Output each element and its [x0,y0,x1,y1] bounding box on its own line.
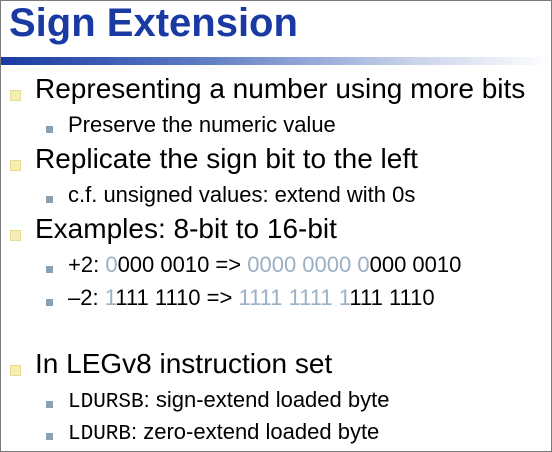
sub-bullet-square-icon [46,266,53,273]
example-minus-two: –2: 1111 1110 => 1111 1111 1111 1110 [68,285,435,311]
sub-bullet-preserve: Preserve the numeric value [68,112,336,137]
bullet-representing: Representing a number using more bits [35,73,526,104]
instruction-ldurb: LDURB [68,423,132,446]
bullet-square-icon [10,90,21,101]
example-lead: –2: [68,285,105,310]
sub-bullet-square-icon [46,126,53,133]
extended-bits: 1111 1111 1 [238,285,351,310]
sub-bullet-square-icon [46,433,53,440]
bullet-legv8: In LEGv8 instruction set [35,348,333,379]
title-underline [1,57,551,65]
source-sign-bit: 1 [104,285,117,310]
sub-bullet-square-icon [46,299,53,306]
sub-bullet-unsigned: c.f. unsigned values: extend with 0s [68,182,416,207]
example-plus-two: +2: 0000 0010 => 0000 0000 0000 0010 [68,252,461,278]
example-lead: +2: [68,252,106,277]
source-bits: 000 0010 => [117,252,248,277]
ldursb-description: : sign-extend loaded byte [143,387,390,412]
ldurb-description: : zero-extend loaded byte [131,419,380,444]
slide-title: Sign Extension [9,1,298,45]
bullet-square-icon [10,230,21,241]
bullet-square-icon [10,160,21,171]
source-sign-bit: 0 [105,252,118,277]
bullet-square-icon [10,365,21,376]
source-bits: 111 1110 => [116,285,239,310]
sub-bullet-square-icon [46,196,53,203]
sub-bullet-ldurb: LDURB: zero-extend loaded byte [68,419,379,448]
sub-bullet-ldursb: LDURSB: sign-extend loaded byte [68,387,389,416]
result-bits: 111 1110 [350,285,435,310]
sub-bullet-square-icon [46,401,53,408]
bullet-examples: Examples: 8-bit to 16-bit [35,213,337,244]
bullet-replicate: Replicate the sign bit to the left [35,143,418,174]
instruction-ldursb: LDURSB [68,391,144,414]
result-bits: 000 0010 [369,252,462,277]
extended-bits: 0000 0000 0 [247,252,370,277]
